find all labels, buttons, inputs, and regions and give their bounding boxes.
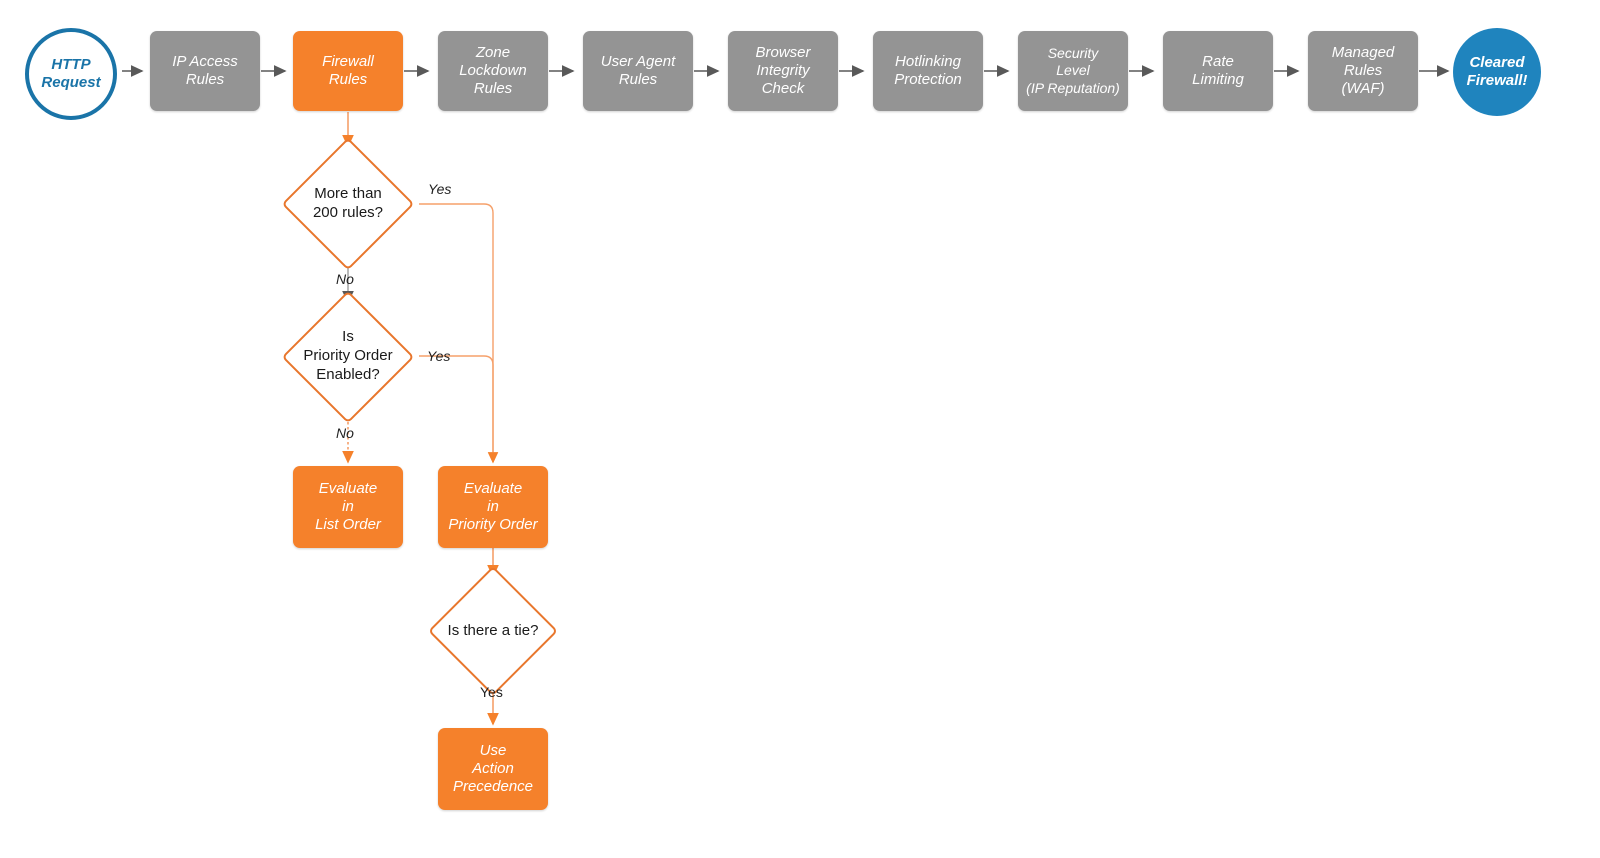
- decision-is-there-a-tie-label: Is there a tie?: [447, 621, 539, 639]
- node-http-request[interactable]: HTTP Request: [25, 28, 117, 120]
- node-evaluate-in-list-order[interactable]: Evaluate in List Order: [293, 466, 403, 548]
- edge-label-yes-200-rules: Yes: [428, 181, 452, 197]
- node-zone-lockdown-rules[interactable]: Zone Lockdown Rules: [438, 31, 548, 111]
- node-firewall-rules[interactable]: Firewall Rules: [293, 31, 403, 111]
- node-security-level[interactable]: Security Level (IP Reputation): [1018, 31, 1128, 111]
- decision-more-than-200-rules[interactable]: More than 200 rules?: [277, 137, 419, 270]
- edge-label-no-priority-order: No: [336, 425, 354, 441]
- node-user-agent-rules[interactable]: User Agent Rules: [583, 31, 693, 111]
- node-use-action-precedence[interactable]: Use Action Precedence: [438, 728, 548, 810]
- decision-priority-order-enabled-label: Is Priority Order Enabled?: [303, 328, 393, 383]
- node-managed-rules-waf[interactable]: Managed Rules (WAF): [1308, 31, 1418, 111]
- edge-label-no-200-rules: No: [336, 271, 354, 287]
- node-ip-access-rules[interactable]: IP Access Rules: [150, 31, 260, 111]
- node-cleared-firewall[interactable]: Cleared Firewall!: [1453, 28, 1541, 116]
- decision-more-than-200-rules-label: More than 200 rules?: [312, 184, 384, 221]
- decision-priority-order-enabled[interactable]: Is Priority Order Enabled?: [277, 290, 419, 423]
- node-rate-limiting[interactable]: Rate Limiting: [1163, 31, 1273, 111]
- node-hotlinking-protection[interactable]: Hotlinking Protection: [873, 31, 983, 111]
- edge-label-yes-tie: Yes: [480, 684, 503, 700]
- decision-is-there-a-tie[interactable]: Is there a tie?: [422, 565, 564, 697]
- edge-label-yes-priority-order: Yes: [427, 348, 451, 364]
- node-browser-integrity-check[interactable]: Browser Integrity Check: [728, 31, 838, 111]
- node-evaluate-in-priority-order[interactable]: Evaluate in Priority Order: [438, 466, 548, 548]
